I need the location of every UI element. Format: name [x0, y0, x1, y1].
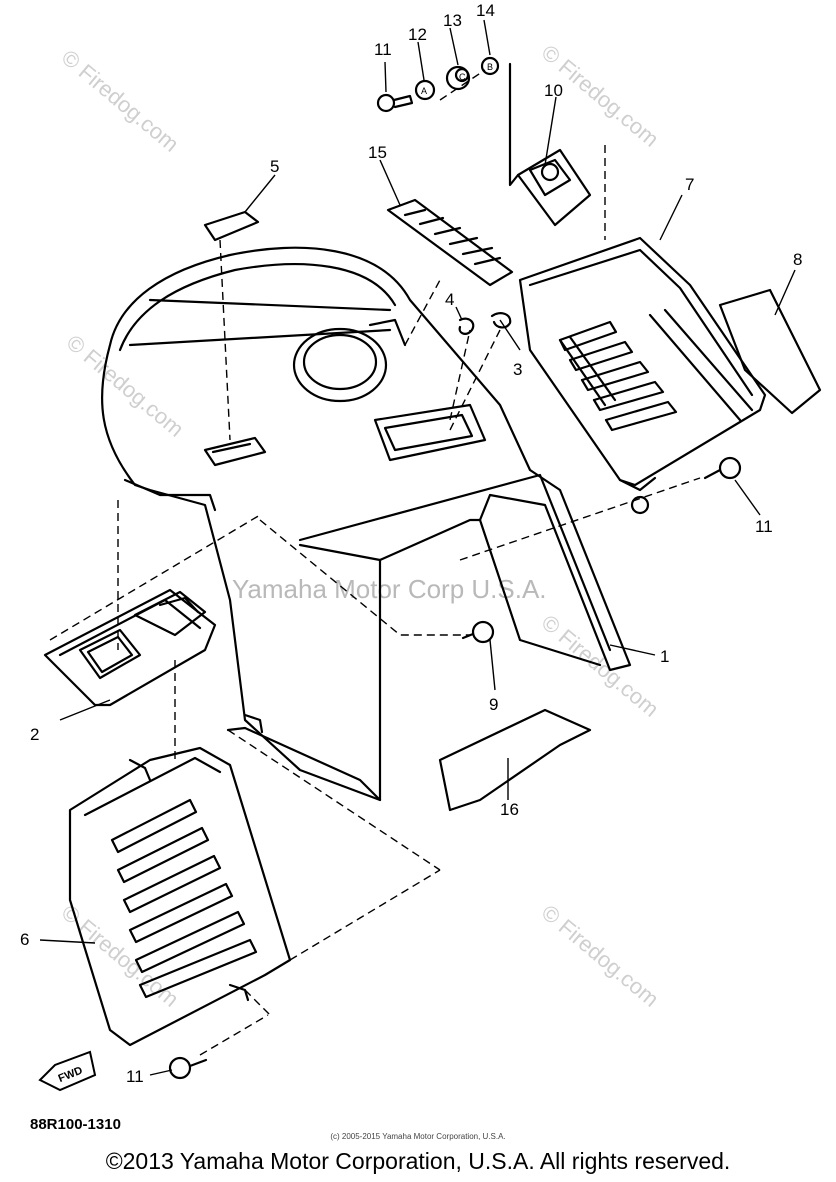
callout-13: 13: [443, 11, 462, 30]
callout-9: 9: [489, 695, 498, 714]
letter-b: B: [487, 62, 493, 72]
side-panel-left: [68, 746, 292, 1047]
copyright-notice: ©2013 Yamaha Motor Corporation, U.S.A. A…: [105, 1148, 731, 1174]
front-cowl-body: [101, 246, 632, 802]
side-panel-right: [518, 236, 767, 515]
diagram-part-code: 88R100-1310: [30, 1116, 121, 1133]
watermark-low-right: © Firedog.com: [537, 900, 664, 1012]
callout-2: 2: [30, 725, 39, 744]
clip-3: [490, 312, 512, 329]
screw-11-top: [376, 93, 414, 113]
letter-c: C: [459, 72, 466, 82]
callout-4: 4: [445, 290, 454, 309]
letter-a: A: [421, 86, 427, 96]
callout-11-bottom: 11: [126, 1067, 144, 1086]
clip-4: [458, 317, 475, 335]
watermark-top-left: © Firedog.com: [57, 45, 184, 157]
small-copyright: (c) 2005-2015 Yamaha Motor Corporation, …: [330, 1132, 506, 1141]
vent-cover: [718, 288, 822, 415]
grommet-13: [445, 65, 471, 91]
center-watermark: Yamaha Motor Corp U.S.A.: [232, 574, 547, 604]
trim-strip: [438, 708, 592, 812]
watermarks: © Firedog.com © Firedog.com © Firedog.co…: [57, 40, 664, 1012]
watermark-mid-left: © Firedog.com: [62, 330, 189, 442]
callout-11-top: 11: [374, 40, 392, 59]
front-panel: [43, 588, 217, 707]
callout-10: 10: [544, 81, 563, 100]
washer-12: [414, 79, 436, 101]
callout-6: 6: [20, 930, 29, 949]
nut-14: [480, 56, 500, 76]
callout-15: 15: [368, 143, 387, 162]
label-plate: [386, 198, 514, 287]
callouts: 1 2 3 4 5 6 7 8 9 10 11 11 11 12 13 14 1…: [20, 1, 802, 1086]
callout-8: 8: [793, 250, 802, 269]
callout-14: 14: [476, 1, 495, 20]
screw-11-right: [703, 456, 742, 480]
lid: [203, 210, 260, 242]
screw-9: [461, 620, 495, 644]
callout-5: 5: [270, 157, 279, 176]
fwd-arrow: FWD: [38, 1050, 97, 1092]
callout-11-right: 11: [755, 517, 773, 536]
callout-1: 1: [660, 647, 669, 666]
hardware-letters: A C B: [421, 62, 493, 96]
callout-12: 12: [408, 25, 427, 44]
callout-16: 16: [500, 800, 519, 819]
callout-7: 7: [685, 175, 694, 194]
screw-11-bottom: [168, 1056, 208, 1080]
callout-3: 3: [513, 360, 522, 379]
